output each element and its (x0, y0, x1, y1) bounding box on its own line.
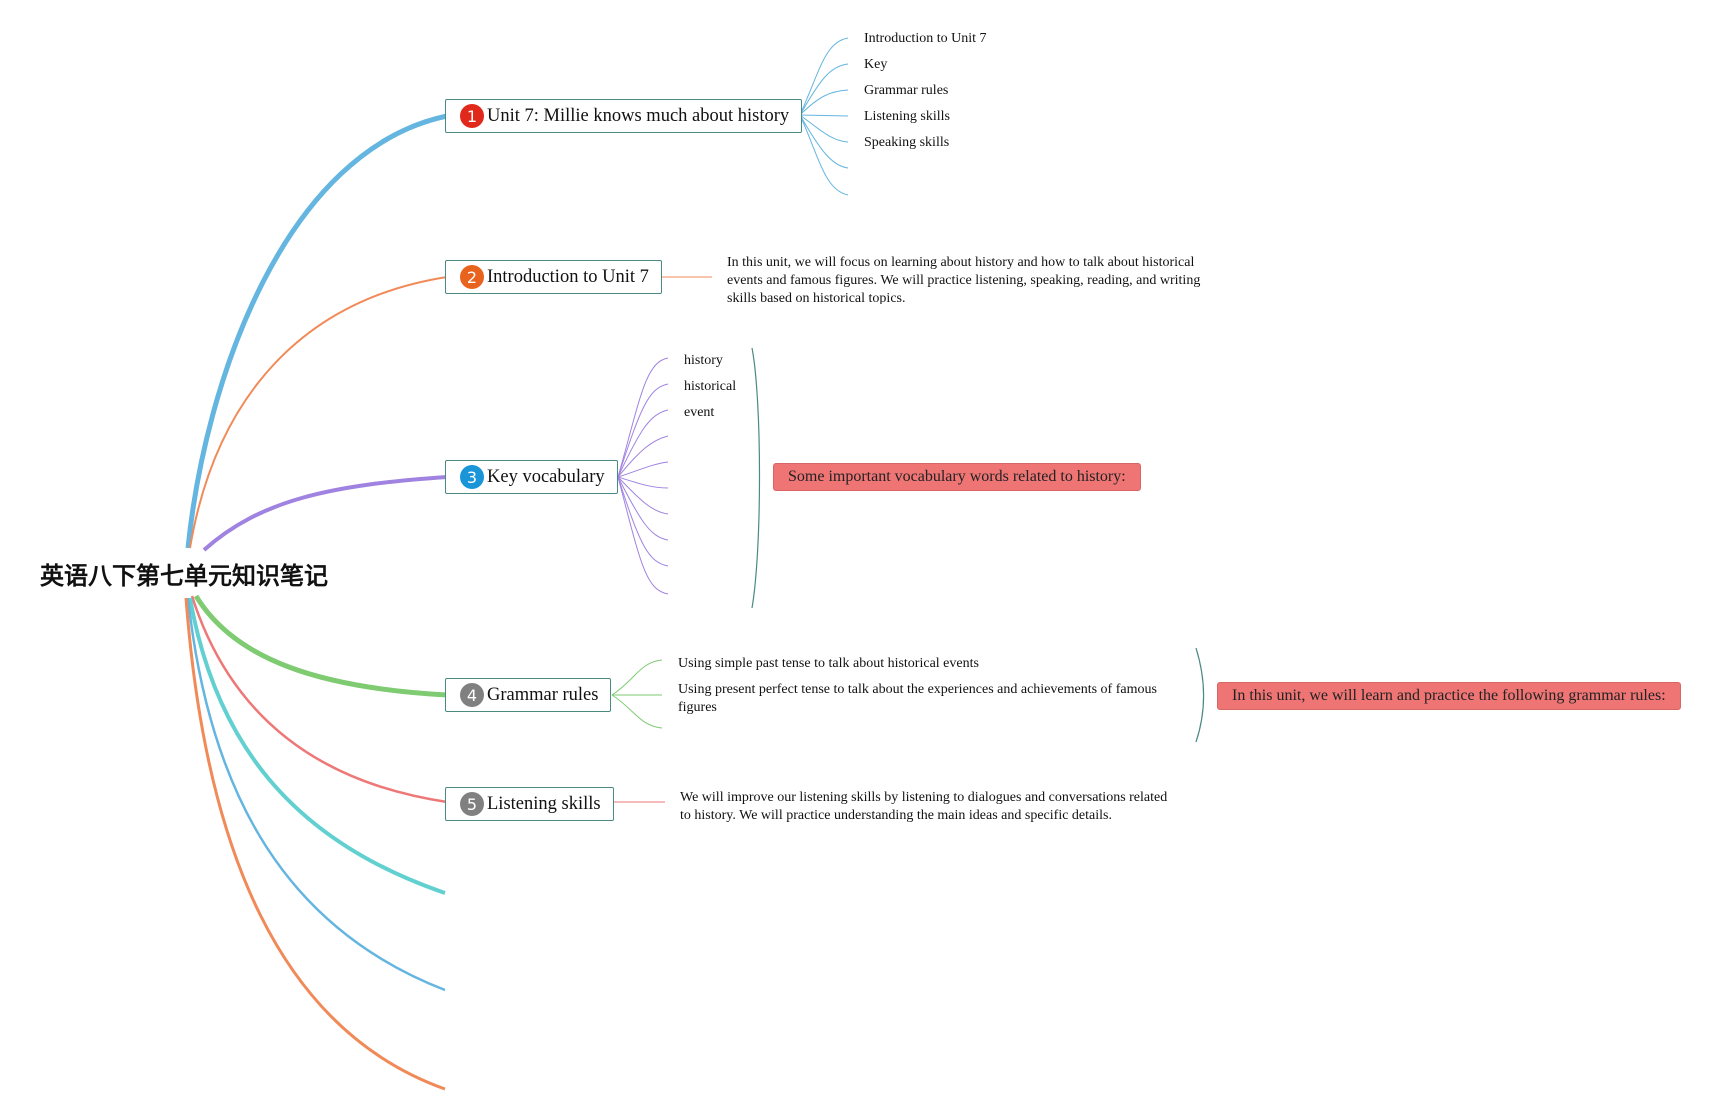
branch-6-connector (188, 597, 446, 895)
grammar-summary-callout[interactable]: In this unit, we will learn and practice… (1217, 682, 1681, 710)
vocabulary-item-2[interactable]: historical (684, 379, 737, 394)
vocabulary-item-1[interactable]: history (684, 353, 723, 368)
branch-2-connector (189, 276, 448, 549)
number-badge-4: 4 (460, 683, 484, 707)
listening-text[interactable]: We will improve our listening skills by … (680, 790, 1168, 822)
topic-1-child-4[interactable]: Listening skills (864, 109, 950, 124)
topic-listening-skills[interactable]: 5 Listening skills (445, 787, 614, 821)
branch-5-connector (190, 595, 448, 804)
topic-label: Introduction to Unit 7 (487, 266, 649, 287)
number-badge-2: 2 (460, 265, 484, 289)
grammar-summary-bracket (1195, 647, 1205, 743)
branch-1-connector (185, 113, 448, 549)
introduction-text[interactable]: In this unit, we will focus on learning … (727, 255, 1201, 304)
vocabulary-item-3[interactable]: event (684, 405, 715, 420)
topic-introduction[interactable]: 2 Introduction to Unit 7 (445, 260, 662, 294)
topic-label: Grammar rules (487, 684, 599, 705)
branch-3-connector (202, 475, 448, 552)
topic-label: Key vocabulary (487, 466, 605, 487)
vocabulary-summary-bracket (751, 347, 761, 609)
vocabulary-summary-callout[interactable]: Some important vocabulary words related … (773, 463, 1141, 491)
branch-7-connector (186, 597, 446, 992)
topic-key-vocabulary[interactable]: 3 Key vocabulary (445, 460, 618, 494)
number-badge-3: 3 (460, 465, 484, 489)
topic-1-children-connectors (799, 37, 849, 196)
branch-4-connector (193, 594, 448, 698)
topic-1-child-5[interactable]: Speaking skills (864, 135, 950, 150)
topic-4-children-connectors (611, 659, 663, 729)
root-title[interactable]: 英语八下第七单元知识笔记 (40, 562, 328, 590)
topic-1-child-1[interactable]: Introduction to Unit 7 (864, 31, 987, 46)
grammar-rule-1[interactable]: Using simple past tense to talk about hi… (678, 656, 979, 671)
grammar-rule-2[interactable]: Using present perfect tense to talk abou… (678, 682, 1157, 715)
number-badge-1: 1 (460, 104, 484, 128)
number-badge-5: 5 (460, 792, 484, 816)
topic-3-children-connectors (617, 357, 669, 595)
topic-label: Listening skills (487, 793, 601, 814)
topic-1-child-2[interactable]: Key (864, 57, 888, 72)
topic-grammar-rules[interactable]: 4 Grammar rules (445, 678, 612, 712)
topic-unit-7[interactable]: 1 Unit 7: Millie knows much about histor… (445, 99, 803, 133)
topic-1-child-3[interactable]: Grammar rules (864, 83, 949, 98)
branch-8-connector (184, 597, 446, 1091)
topic-label: Unit 7: Millie knows much about history (487, 105, 790, 126)
